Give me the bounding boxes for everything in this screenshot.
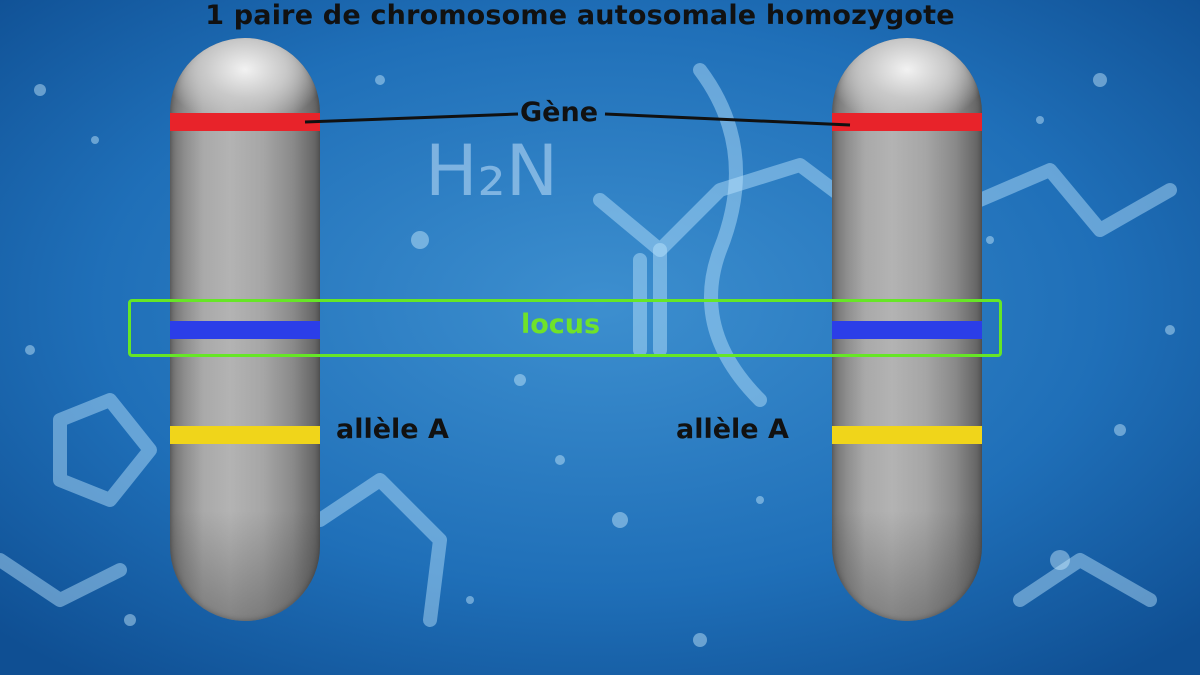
chromosome-right: [832, 38, 982, 621]
svg-text:H₂N: H₂N: [425, 130, 558, 212]
allele-band-left: [170, 426, 320, 444]
locus-label: locus: [521, 309, 601, 340]
allele-band-right: [832, 426, 982, 444]
gene-pointer-right: [604, 112, 851, 127]
locus-box: [128, 299, 1002, 357]
diagram-title: 1 paire de chromosome autosomale homozyg…: [205, 0, 955, 31]
allele-label-left: allèle A: [336, 414, 449, 445]
gene-label: Gène: [520, 97, 599, 128]
gene-pointer-left: [304, 112, 519, 124]
locus-band-right: [832, 321, 982, 339]
gene-band-right: [832, 113, 982, 131]
chromosome-left: [170, 38, 320, 621]
locus-band-left: [170, 321, 320, 339]
gene-band-left: [170, 113, 320, 131]
allele-label-right: allèle A: [676, 414, 789, 445]
